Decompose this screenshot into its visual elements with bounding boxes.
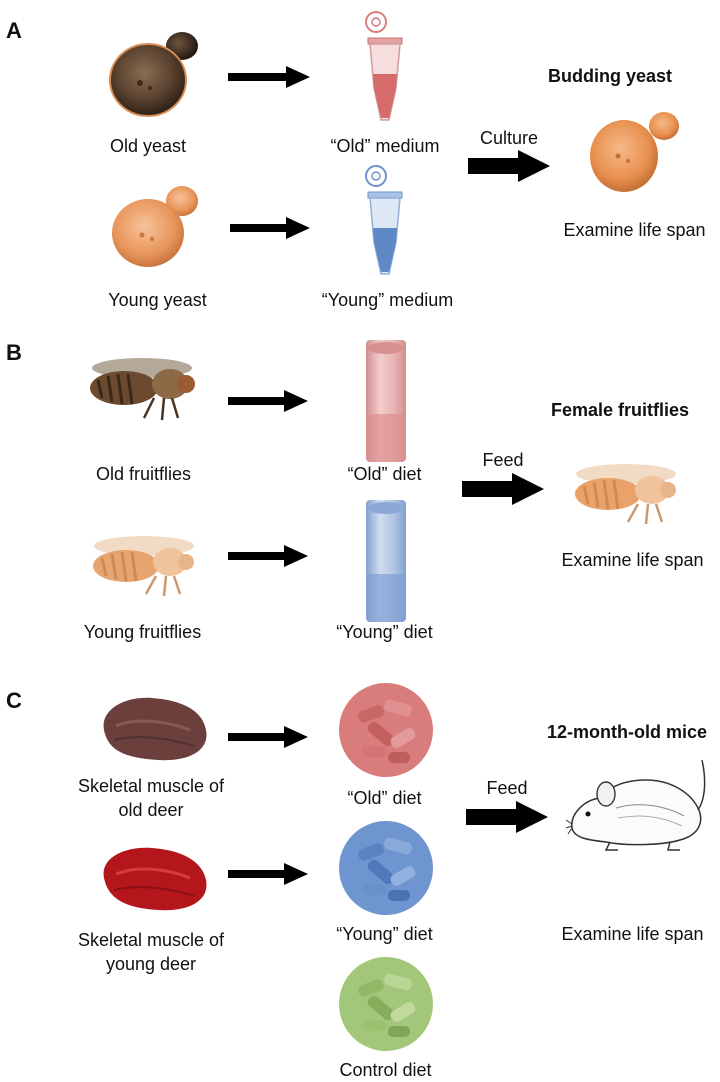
target-fly-icon — [575, 464, 676, 525]
mouse-old-diet-label: “Old” diet — [347, 788, 422, 808]
young-deer-muscle-label: Skeletal muscle of young deer — [77, 930, 225, 974]
young-medium-label: “Young” medium — [321, 290, 454, 310]
control-diet-pellets-icon — [339, 957, 433, 1051]
arrow-young-yeast — [230, 217, 310, 239]
mouse-feed-arrow — [466, 801, 548, 833]
yeast-outcome-label: Examine life span — [563, 220, 706, 240]
old-fruitflies-label: Old fruitflies — [95, 464, 192, 484]
fly-young-diet-label: “Young” diet — [336, 622, 433, 642]
arrow-old-fly — [228, 390, 308, 412]
old-deer-muscle-label: Skeletal muscle of old deer — [77, 776, 225, 820]
culture-arrow — [468, 150, 550, 182]
mouse-sketch-icon — [565, 759, 706, 851]
fly-outcome-label: Examine life span — [561, 550, 704, 570]
old-medium-tube-icon — [365, 11, 403, 121]
panel-b-letter: B — [6, 340, 22, 365]
old-diet-vial-icon — [366, 340, 406, 462]
arrow-young-deer — [228, 863, 308, 885]
arrow-old-yeast — [228, 66, 310, 88]
fly-old-diet-label: “Old” diet — [347, 464, 422, 484]
mouse-feed-label: Feed — [486, 778, 528, 798]
old-fly-icon — [90, 358, 195, 421]
young-yeast-icon — [112, 186, 198, 267]
budding-yeast-title: Budding yeast — [547, 66, 672, 86]
young-diet-vial-icon — [366, 500, 406, 622]
control-diet-label: Control diet — [339, 1060, 432, 1080]
young-yeast-label: Young yeast — [108, 290, 207, 310]
culture-label: Culture — [479, 128, 539, 148]
fly-feed-arrow — [462, 473, 544, 505]
old-diet-pellets-icon — [339, 683, 433, 777]
arrow-young-fly — [228, 545, 308, 567]
panel-a-letter: A — [6, 18, 22, 43]
panel-c-letter: C — [6, 688, 22, 713]
mouse-outcome-label: Examine life span — [561, 924, 704, 944]
young-medium-tube-icon — [365, 165, 403, 275]
old-yeast-label: Old yeast — [109, 136, 187, 156]
mouse-young-diet-label: “Young” diet — [336, 924, 433, 944]
old-yeast-icon — [109, 32, 198, 117]
young-fly-icon — [93, 536, 194, 597]
young-deer-muscle-icon — [103, 847, 207, 911]
female-fruitflies-title: Female fruitflies — [550, 400, 690, 420]
old-medium-label: “Old” medium — [330, 136, 440, 156]
arrow-old-deer — [228, 726, 308, 748]
mice-title: 12-month-old mice — [546, 722, 707, 742]
target-yeast-icon — [590, 112, 679, 192]
old-deer-muscle-icon — [103, 697, 207, 761]
fly-feed-label: Feed — [482, 450, 524, 470]
young-diet-pellets-icon — [339, 821, 433, 915]
young-fruitflies-label: Young fruitflies — [83, 622, 202, 642]
